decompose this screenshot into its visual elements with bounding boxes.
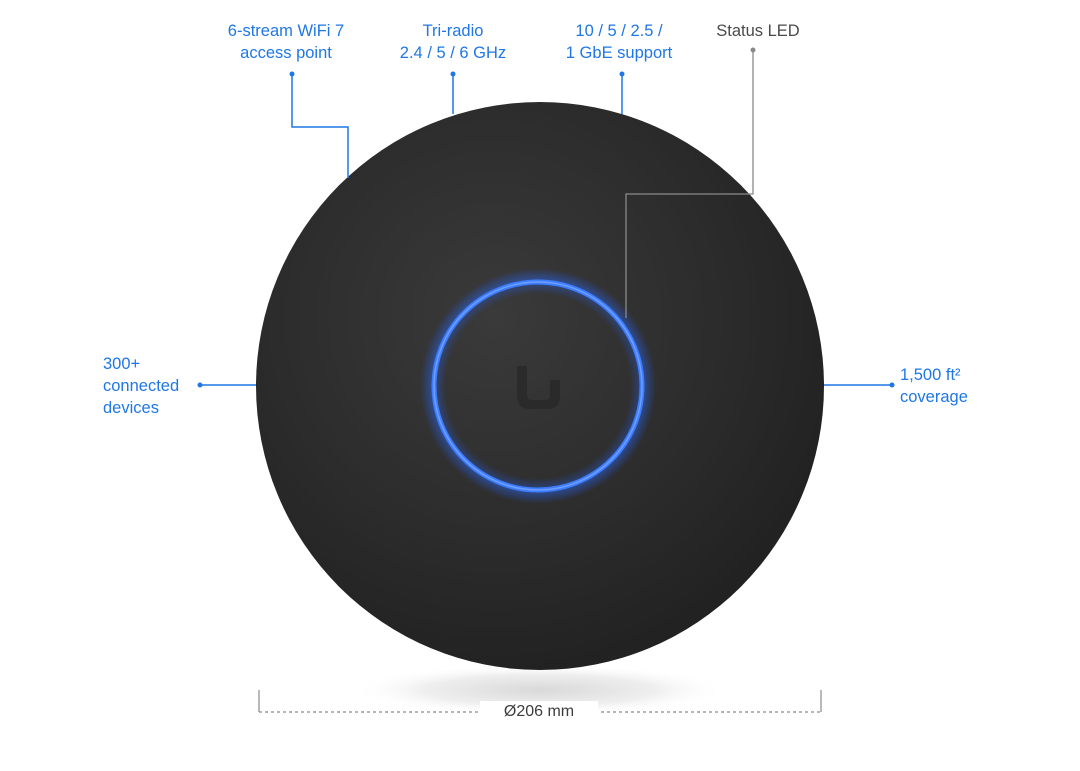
- coverage-callout-dot: [889, 382, 895, 388]
- callout-devices-line-1: 300+: [103, 355, 141, 373]
- ethernet-callout-dot: [619, 71, 625, 77]
- wifi-callout-dot: [289, 71, 295, 77]
- callout-coverage: 1,500 ft² coverage: [900, 364, 968, 408]
- status-led-ring-highlight: [433, 281, 643, 491]
- callout-tri-radio: Tri-radio 2.4 / 5 / 6 GHz: [380, 20, 526, 64]
- diameter-dimension-line: [258, 690, 822, 713]
- callout-devices-line-3: devices: [103, 399, 159, 417]
- callout-ethernet: 10 / 5 / 2.5 / 1 GbE support: [552, 20, 686, 64]
- callout-eth-line-1: 10 / 5 / 2.5 /: [575, 22, 663, 40]
- callout-radio-line-2: 2.4 / 5 / 6 GHz: [399, 44, 507, 62]
- callout-wifi: 6-stream WiFi 7 access point: [216, 20, 356, 64]
- led-callout-dot: [750, 47, 756, 53]
- diameter-label: Ø206 mm: [480, 701, 598, 723]
- callout-eth-line-2: 1 GbE support: [565, 44, 673, 62]
- callout-radio-line-1: Tri-radio: [422, 22, 484, 40]
- led-callout-line: [625, 50, 754, 318]
- wifi-callout-line: [291, 74, 349, 178]
- callout-wifi-line-1: 6-stream WiFi 7: [227, 22, 345, 40]
- callout-wifi-line-2: access point: [240, 44, 332, 62]
- callout-coverage-line-2: coverage: [900, 388, 968, 406]
- u-logo-icon: [517, 366, 560, 409]
- callout-devices-line-2: connected: [103, 377, 180, 395]
- radio-callout-dot: [450, 71, 456, 77]
- callout-connected-devices: 300+ connected devices: [103, 353, 179, 419]
- devices-callout-dot: [197, 382, 203, 388]
- device-shadow: [350, 664, 730, 716]
- status-led-glow: [420, 268, 656, 504]
- callout-led-line-1: Status LED: [716, 22, 800, 40]
- callout-status-led: Status LED: [706, 20, 810, 42]
- callout-coverage-line-1: 1,500 ft²: [900, 366, 961, 384]
